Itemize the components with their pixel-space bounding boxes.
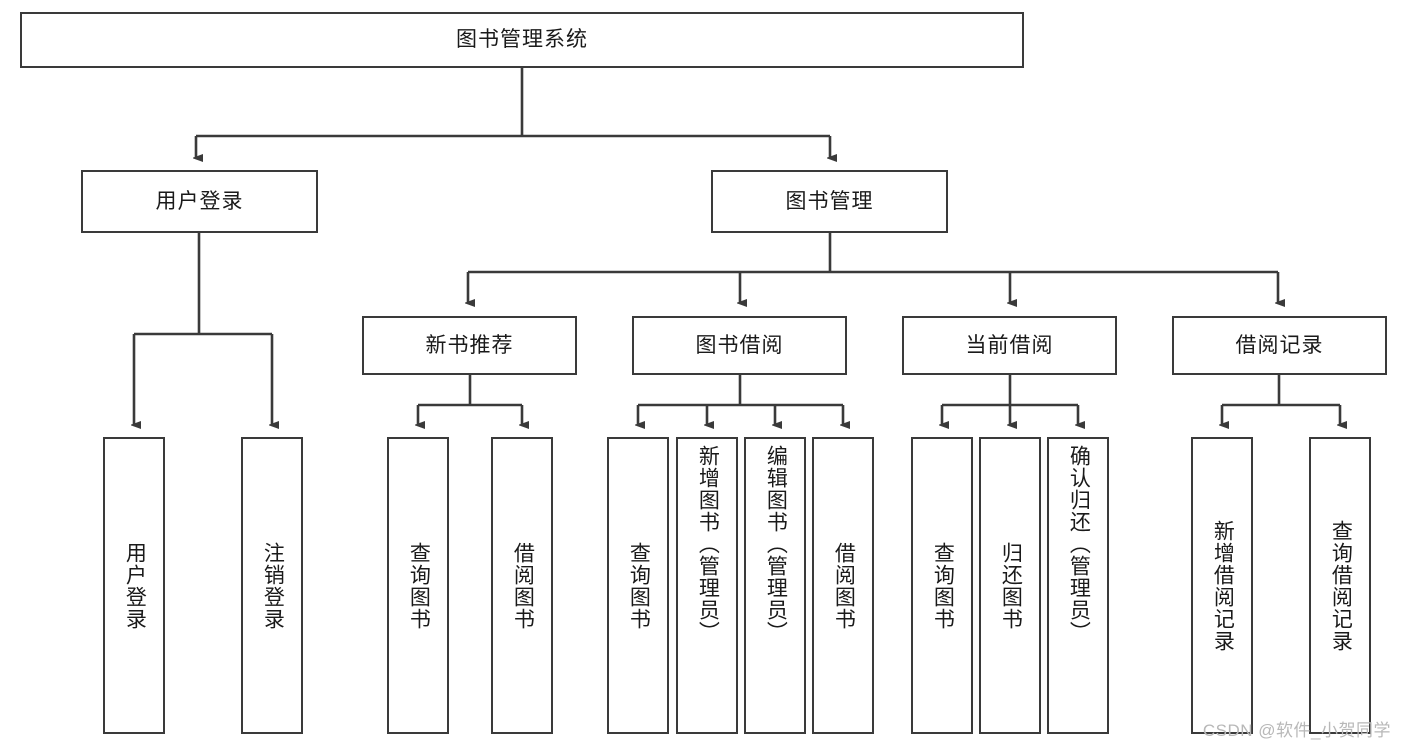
node-borrow-record[interactable]: 借阅记录 <box>1172 316 1387 375</box>
node-label: 借阅图书 <box>832 541 856 630</box>
node-new-book-recommend[interactable]: 新书推荐 <box>362 316 577 375</box>
csdn-watermark: CSDN @软件_小贺同学 <box>1202 721 1391 740</box>
node-label: 借阅图书 <box>511 541 535 630</box>
leaf-current-borrow-query[interactable]: 查询图书 <box>911 437 973 734</box>
node-label: 查询图书 <box>407 541 431 630</box>
node-user-login[interactable]: 用户登录 <box>81 170 318 233</box>
node-label: 归还图书 <box>999 541 1023 630</box>
leaf-book-borrow-add[interactable]: 新增图书（管理员） <box>676 437 738 734</box>
leaf-user-login-logout[interactable]: 注销登录 <box>241 437 303 734</box>
node-label: 新增图书（管理员） <box>696 445 720 643</box>
node-current-borrow[interactable]: 当前借阅 <box>902 316 1117 375</box>
leaf-current-borrow-confirm[interactable]: 确认归还（管理员） <box>1047 437 1109 734</box>
node-label: 图书借阅 <box>695 333 784 357</box>
node-label: 当前借阅 <box>965 333 1054 357</box>
node-label: 查询借阅记录 <box>1329 519 1353 652</box>
leaf-user-login-login[interactable]: 用户登录 <box>103 437 165 734</box>
node-label: 用户登录 <box>155 189 244 213</box>
node-root-system[interactable]: 图书管理系统 <box>20 12 1024 68</box>
leaf-current-borrow-return[interactable]: 归还图书 <box>979 437 1041 734</box>
node-book-borrow[interactable]: 图书借阅 <box>632 316 847 375</box>
node-label: 编辑图书（管理员） <box>764 445 788 643</box>
leaf-new-book-query[interactable]: 查询图书 <box>387 437 449 734</box>
node-label: 借阅记录 <box>1235 333 1324 357</box>
leaf-borrow-record-query[interactable]: 查询借阅记录 <box>1309 437 1371 734</box>
node-book-management[interactable]: 图书管理 <box>711 170 948 233</box>
node-label: 用户登录 <box>123 541 147 630</box>
node-label: 新书推荐 <box>425 333 514 357</box>
node-label: 图书管理系统 <box>456 28 588 52</box>
leaf-book-borrow-edit[interactable]: 编辑图书（管理员） <box>744 437 806 734</box>
node-label: 新增借阅记录 <box>1211 519 1235 652</box>
node-label: 确认归还（管理员） <box>1067 445 1091 643</box>
node-label: 查询图书 <box>627 541 651 630</box>
leaf-book-borrow-borrow[interactable]: 借阅图书 <box>812 437 874 734</box>
node-label: 注销登录 <box>261 541 285 630</box>
leaf-borrow-record-add[interactable]: 新增借阅记录 <box>1191 437 1253 734</box>
node-label: 查询图书 <box>931 541 955 630</box>
node-label: 图书管理 <box>785 189 874 213</box>
leaf-new-book-borrow[interactable]: 借阅图书 <box>491 437 553 734</box>
leaf-book-borrow-query[interactable]: 查询图书 <box>607 437 669 734</box>
